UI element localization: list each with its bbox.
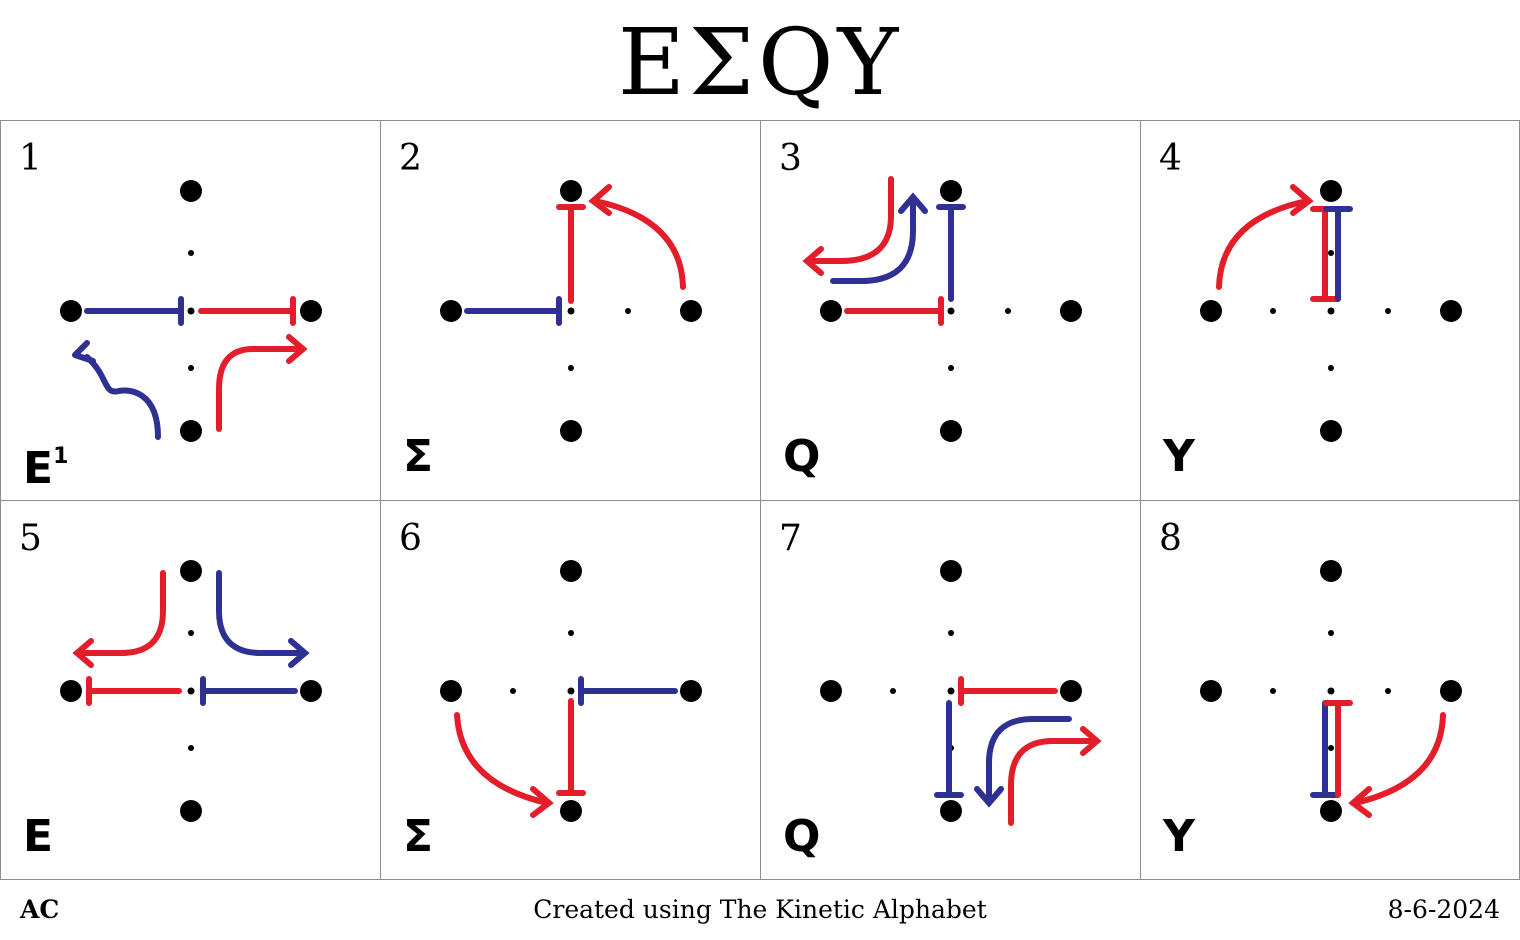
frame-diagram <box>820 560 1102 826</box>
frame-number: 6 <box>399 518 422 559</box>
frame-grid: 1 E1 2 Σ <box>0 120 1520 880</box>
frame-6: 6 Σ <box>380 500 760 880</box>
frame-8: 8 Y <box>1140 500 1520 880</box>
frame-letter: Σ <box>403 431 434 482</box>
author-label: AC <box>20 895 60 924</box>
frame-letter: Q <box>783 811 821 862</box>
frame-diagram <box>1200 560 1462 822</box>
frame-diagram <box>60 180 322 442</box>
frame-3: 3 Q <box>760 120 1140 500</box>
frame-2: 2 Σ <box>380 120 760 500</box>
page-title: ΕΣQΥ <box>617 9 903 116</box>
frame-letter: E <box>23 811 54 862</box>
frame-number: 8 <box>1159 518 1182 559</box>
frame-1: 1 E1 <box>0 120 380 500</box>
frame-letter: Y <box>1163 431 1195 482</box>
frame-letter: E1 <box>23 443 69 494</box>
frame-number: 1 <box>19 138 42 179</box>
frame-number: 4 <box>1159 138 1182 179</box>
frame-diagram <box>440 180 702 442</box>
credit-text: Created using The Kinetic Alphabet <box>533 895 987 924</box>
frame-diagram <box>60 560 322 822</box>
frame-7: 7 Q <box>760 500 1140 880</box>
frame-diagram <box>1200 180 1462 442</box>
frame-letter: Q <box>783 431 821 482</box>
frame-number: 5 <box>19 518 42 559</box>
frame-letter: Y <box>1163 811 1195 862</box>
frame-number: 2 <box>399 138 422 179</box>
frame-diagram <box>440 560 702 822</box>
frame-number: 7 <box>779 518 802 559</box>
frame-5: 5 E <box>0 500 380 880</box>
frame-4: 4 Y <box>1140 120 1520 500</box>
frame-diagram <box>802 176 1082 442</box>
date-label: 8-6-2024 <box>1387 895 1500 924</box>
frame-letter: Σ <box>403 811 434 862</box>
frame-number: 3 <box>779 138 802 179</box>
